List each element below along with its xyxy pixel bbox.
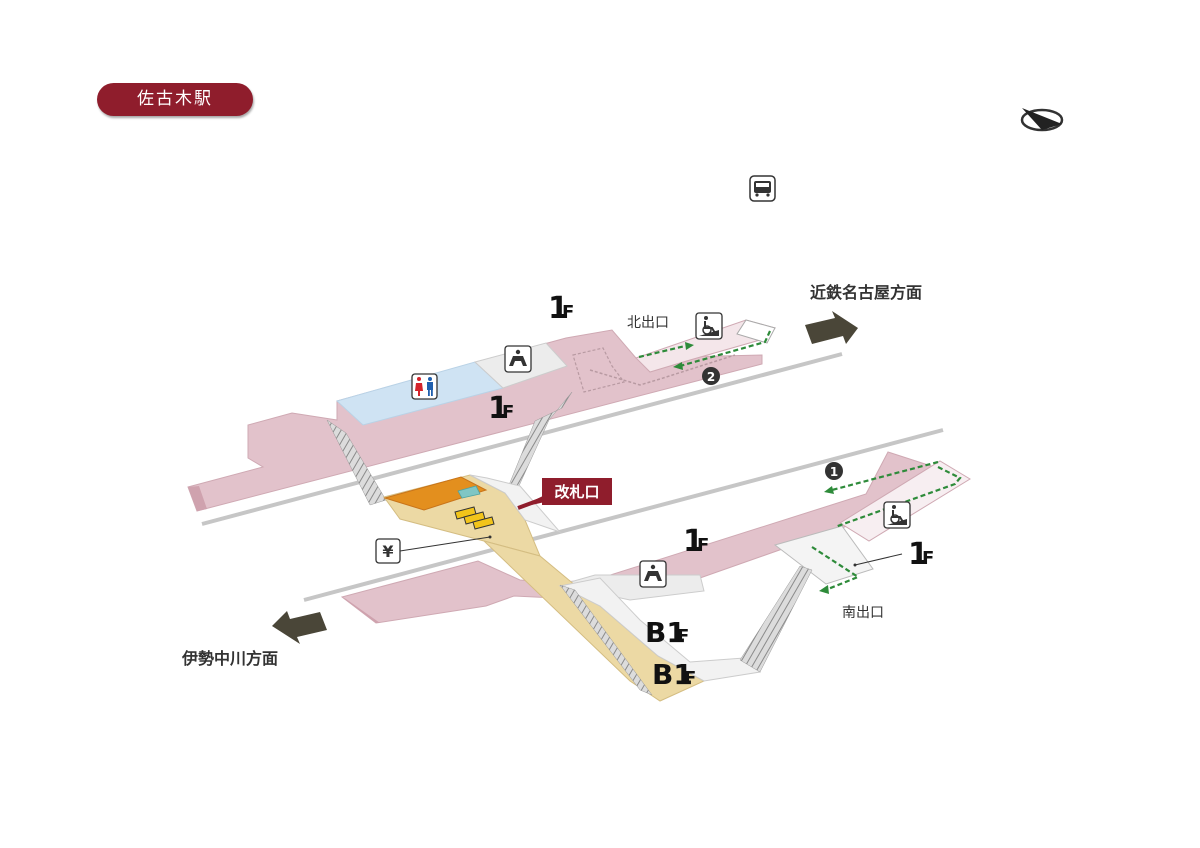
direction-arrow-south bbox=[272, 611, 327, 644]
svg-text:F: F bbox=[684, 668, 696, 689]
svg-text:F: F bbox=[677, 626, 689, 647]
ticket-gate-icon[interactable] bbox=[454, 506, 495, 530]
station-title-badge: 佐古木駅 bbox=[97, 83, 253, 116]
yen-symbol: ¥ bbox=[382, 542, 393, 561]
svg-text:F: F bbox=[922, 548, 934, 569]
floor-label-south: 1 F bbox=[683, 524, 709, 559]
stair-lift-icon bbox=[883, 501, 911, 529]
north-exit-label: 北出口 bbox=[627, 315, 669, 331]
floor-label-north-mid: 1 F bbox=[488, 391, 514, 426]
exit-2-badge: 2 bbox=[702, 367, 720, 385]
direction-north-label: 近鉄名古屋方面 bbox=[810, 283, 922, 302]
fare-adjustment-icon: ¥ bbox=[375, 538, 401, 564]
south-exit-label: 南出口 bbox=[842, 605, 884, 621]
svg-text:1: 1 bbox=[908, 537, 929, 572]
ticket-gate-badge bbox=[542, 478, 612, 505]
floor-label-north-top: 1 F bbox=[548, 291, 574, 326]
railway-tracks bbox=[201, 352, 944, 602]
basement-stairs bbox=[559, 584, 653, 696]
restroom-icon bbox=[411, 373, 438, 400]
wheelchair-slope-icon bbox=[695, 312, 723, 340]
ticket-office bbox=[383, 476, 488, 511]
compass-icon bbox=[1020, 108, 1064, 132]
floor-label-basement-b: B1 F bbox=[652, 658, 696, 691]
svg-text:F: F bbox=[502, 402, 514, 423]
direction-arrow-north bbox=[805, 311, 858, 344]
station-title: 佐古木駅 bbox=[137, 89, 213, 109]
svg-text:1: 1 bbox=[548, 291, 569, 326]
south-stairs bbox=[739, 565, 813, 673]
elevator-icon-north bbox=[504, 345, 532, 373]
svg-text:2: 2 bbox=[707, 370, 715, 384]
exit-1-badge: 1 bbox=[825, 462, 843, 480]
basement-passage bbox=[483, 540, 813, 702]
ticket-gate-label: 改札口 bbox=[554, 483, 599, 501]
svg-text:1: 1 bbox=[683, 524, 704, 559]
floor-label-south-exit: 1 F bbox=[908, 537, 934, 572]
ticket-machine bbox=[457, 485, 481, 499]
direction-south-label: 伊勢中川方面 bbox=[181, 649, 278, 668]
svg-text:F: F bbox=[562, 302, 574, 323]
north-exit-ramp bbox=[589, 319, 777, 386]
svg-text:B1: B1 bbox=[645, 616, 686, 649]
south-exit-ramp bbox=[773, 460, 971, 594]
svg-text:F: F bbox=[697, 535, 709, 556]
elevator-icon-south bbox=[639, 560, 667, 588]
svg-text:1: 1 bbox=[488, 391, 509, 426]
floor-label-basement-a: B1 F bbox=[645, 616, 689, 649]
bus-icon bbox=[749, 175, 776, 202]
svg-text:1: 1 bbox=[830, 465, 838, 479]
svg-text:B1: B1 bbox=[652, 658, 693, 691]
